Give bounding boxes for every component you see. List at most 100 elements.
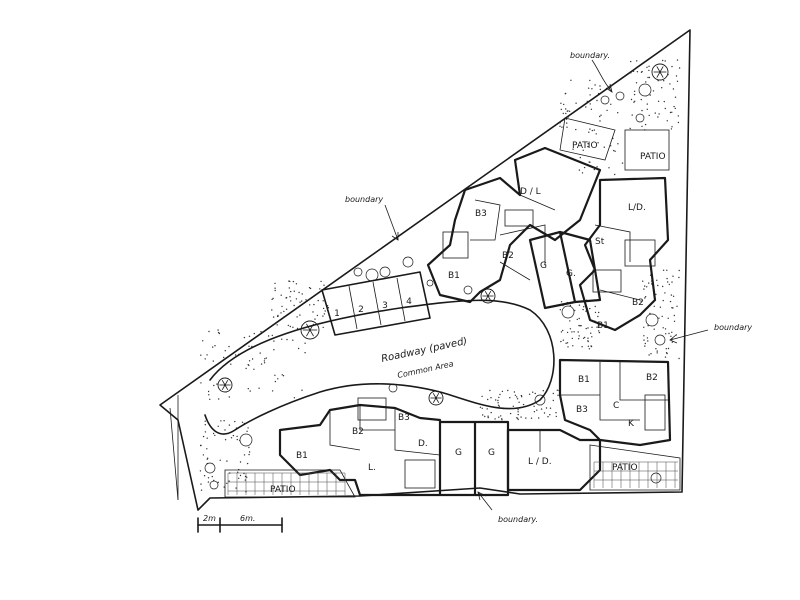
stipple-dot <box>259 352 261 354</box>
stipple-dot <box>246 462 249 465</box>
stipple-dot <box>219 459 221 461</box>
stipple-dot <box>664 292 666 294</box>
stipple-dot <box>287 324 289 327</box>
stipple-dot <box>656 279 658 281</box>
shrub-icon <box>638 83 652 97</box>
stipple-dot <box>594 311 597 314</box>
stipple-dot <box>206 354 208 356</box>
stipple-dot <box>649 312 651 315</box>
stipple-dot <box>484 415 486 418</box>
stipple-dot <box>656 350 658 352</box>
stipple-dot <box>573 331 575 333</box>
stipple-dot <box>578 169 581 171</box>
stipple-dot <box>641 109 643 112</box>
label-l-bl: L. <box>368 463 376 473</box>
stipple-dot <box>599 88 601 91</box>
label-dl-top: D / L <box>520 187 541 197</box>
stipple-dot <box>648 282 650 284</box>
stipple-dot <box>274 282 276 285</box>
parking-bay-number: 4 <box>406 297 412 307</box>
stipple-dot <box>202 454 205 456</box>
parking-bay-number: 3 <box>382 301 388 311</box>
stipple-dot <box>212 346 214 348</box>
stipple-dot <box>569 320 571 322</box>
stipple-dot <box>226 482 228 484</box>
label-b3-bl: B3 <box>398 413 410 423</box>
stipple-dot <box>479 406 482 408</box>
label-k-mid: K <box>628 419 635 429</box>
stipple-dot <box>631 114 633 116</box>
stipple-dot <box>644 296 647 298</box>
shrub-icon <box>204 462 216 474</box>
stipple-dot <box>533 405 535 407</box>
stipple-dot <box>671 331 673 333</box>
stipple-dot <box>578 335 580 337</box>
stipple-dot <box>211 475 213 478</box>
stipple-dot <box>285 308 288 310</box>
stipple-dot <box>305 299 307 301</box>
stipple-dot <box>288 287 290 289</box>
stipple-dot <box>559 125 561 128</box>
shrub-icon <box>650 472 662 484</box>
stipple-dot <box>579 156 581 159</box>
stipple-dot <box>643 339 645 341</box>
stipple-dot <box>296 316 298 318</box>
stipple-dot <box>648 76 651 79</box>
stipple-dot <box>308 287 311 289</box>
stipple-dot <box>570 79 572 82</box>
stipple-dot <box>590 108 593 111</box>
stipple-dot <box>630 72 632 74</box>
stipple-dot <box>481 395 483 398</box>
label-b3-top: B3 <box>475 209 487 219</box>
label-boundary-1: boundary. <box>570 51 610 60</box>
stipple-dot <box>664 328 667 330</box>
stipple-dot <box>647 76 649 79</box>
stipple-dot <box>597 315 599 318</box>
stipple-dot <box>577 331 579 333</box>
stipple-dot <box>598 325 600 327</box>
label-c-mid: C <box>613 401 619 411</box>
stipple-dot <box>204 424 206 426</box>
stipple-dot <box>323 313 326 315</box>
tree-branch <box>221 384 226 391</box>
stipple-dot <box>513 391 516 393</box>
stipple-dot <box>228 396 230 398</box>
stipple-dot <box>645 81 647 83</box>
stipple-dot <box>293 290 295 292</box>
stipple-dot <box>563 103 565 106</box>
stipple-dot <box>517 418 519 421</box>
stipple-dot <box>316 314 319 317</box>
stipple-dot <box>643 288 645 290</box>
stipple-dot <box>566 122 568 124</box>
stipple-dot <box>234 354 237 356</box>
stipple-dot <box>556 389 558 391</box>
stipple-dot <box>664 356 667 358</box>
stipple-dot <box>666 277 668 280</box>
label-ld-right: L/D. <box>628 203 646 213</box>
stipple-dot <box>555 412 557 414</box>
label-b1-top: B1 <box>448 271 460 281</box>
stipple-dot <box>327 307 330 309</box>
stipple-dot <box>644 345 646 347</box>
stipple-dot <box>277 314 279 317</box>
stipple-dot <box>669 111 672 114</box>
parking-bay-number: 1 <box>334 309 340 319</box>
stipple-dot <box>664 60 666 62</box>
stipple-dot <box>678 276 680 279</box>
stipple-dot <box>655 348 657 350</box>
stipple-dot <box>584 336 586 339</box>
tree-branch <box>435 392 440 399</box>
stipple-dot <box>264 358 266 360</box>
stipple-dot <box>646 337 649 339</box>
stipple-dot <box>557 394 559 396</box>
patio-bottom-right <box>589 444 681 491</box>
stipple-dot <box>596 166 598 168</box>
stipple-dot <box>243 336 246 339</box>
stipple-dot <box>220 420 222 422</box>
stipple-dot <box>514 394 517 396</box>
label-patio-top: PATIO <box>572 141 598 151</box>
stipple-dot <box>640 98 642 101</box>
stipple-dot <box>593 168 595 171</box>
stipple-dot <box>228 345 230 348</box>
stipple-dot <box>642 280 644 282</box>
